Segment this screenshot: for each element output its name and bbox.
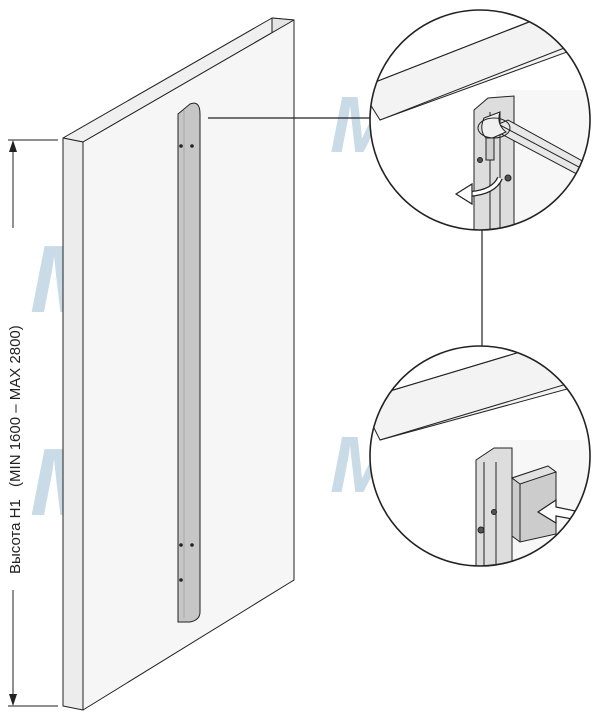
screw-icon bbox=[491, 509, 497, 515]
detail-bottom bbox=[369, 345, 591, 567]
end-cap bbox=[510, 465, 558, 543]
screw-icon bbox=[179, 144, 183, 148]
screw-icon bbox=[179, 578, 183, 582]
screw-icon bbox=[477, 526, 485, 534]
screw-icon bbox=[179, 543, 183, 547]
arrow-up-icon bbox=[9, 140, 17, 152]
detail-top bbox=[369, 9, 591, 231]
rotate-arrow-icon bbox=[454, 176, 503, 206]
dimension-label-range: (MIN 1600 – MAX 2800) bbox=[7, 325, 24, 487]
screw-icon bbox=[190, 543, 194, 547]
screw-icon bbox=[477, 157, 483, 163]
dimension-label-name: Высота H1 bbox=[7, 499, 24, 574]
handle-profile bbox=[177, 102, 201, 623]
door-side-edge bbox=[62, 137, 84, 711]
arrow-down-icon bbox=[9, 694, 17, 706]
screw-icon bbox=[504, 174, 512, 182]
dimension-label: Высота H1 (MIN 1600 – MAX 2800) bbox=[7, 325, 24, 574]
height-dimension bbox=[8, 139, 58, 707]
screw-icon bbox=[190, 144, 194, 148]
